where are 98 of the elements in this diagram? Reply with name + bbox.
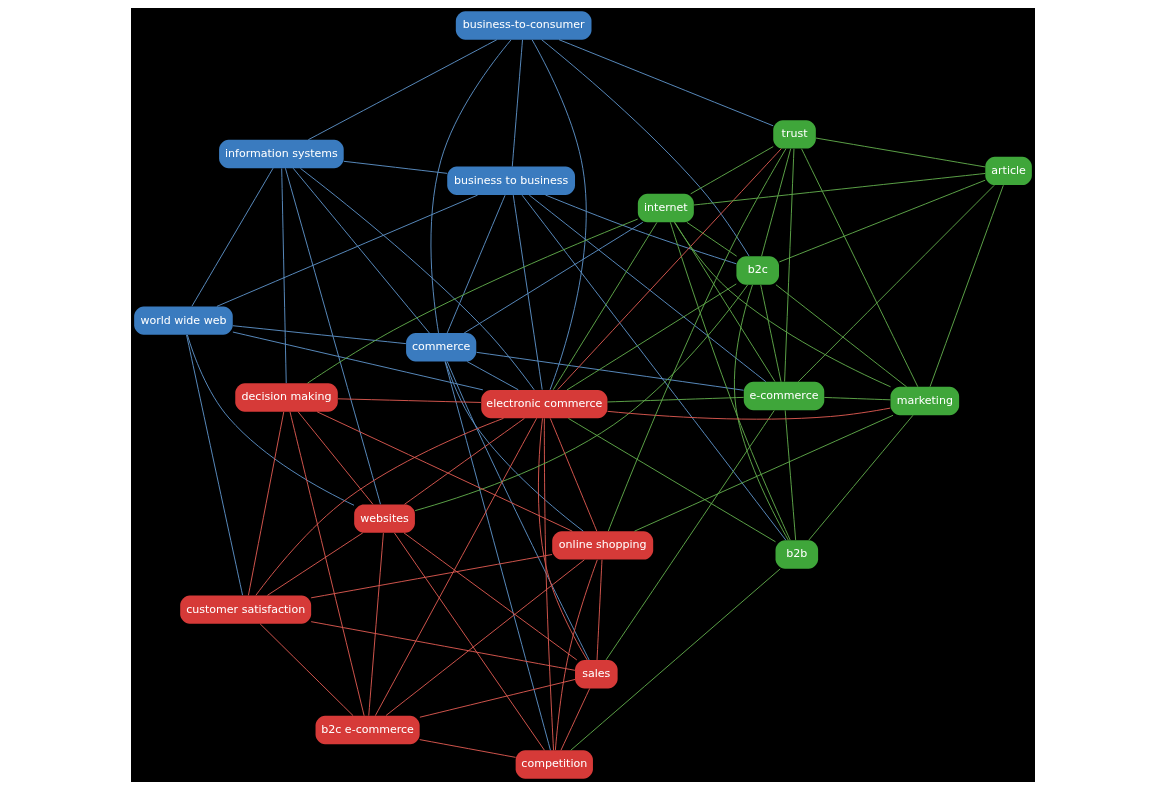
connector	[797, 184, 995, 383]
connector	[543, 417, 554, 751]
connector	[374, 417, 538, 717]
connector	[634, 414, 894, 532]
connector	[266, 532, 364, 596]
connector	[775, 284, 908, 388]
connector	[808, 414, 914, 541]
connector	[385, 559, 585, 716]
connector	[607, 148, 787, 532]
connector	[307, 39, 498, 141]
node-box: electronic commerce	[481, 389, 608, 419]
connector	[570, 568, 781, 751]
node-box: commerce	[406, 333, 477, 362]
connector	[557, 148, 782, 391]
node-box: article	[985, 156, 1032, 186]
node-box: websites	[354, 504, 415, 533]
connector	[552, 222, 658, 391]
node-box: trust	[773, 120, 816, 149]
connector	[607, 407, 891, 420]
connector	[466, 361, 519, 391]
connector	[693, 172, 986, 206]
node-box: marketing	[890, 386, 960, 416]
connector	[549, 417, 598, 532]
node-box: business-to-consumer	[455, 11, 592, 40]
node-box: sales	[575, 660, 618, 689]
connector	[823, 396, 891, 401]
connector	[567, 417, 776, 543]
connector	[554, 559, 598, 751]
connector	[299, 167, 535, 391]
connector	[476, 351, 744, 391]
connector	[310, 554, 553, 599]
connector	[531, 39, 587, 391]
connector	[801, 148, 919, 388]
connector	[281, 168, 287, 384]
connector	[463, 221, 644, 334]
connector	[686, 221, 738, 257]
connector	[512, 194, 543, 391]
node-box: b2b	[775, 540, 819, 569]
connector	[292, 167, 430, 334]
connector	[733, 284, 789, 541]
connector	[541, 39, 750, 257]
connector	[430, 39, 512, 334]
connector	[337, 398, 482, 403]
connector	[673, 221, 892, 388]
connector	[761, 148, 792, 257]
connector	[403, 532, 578, 661]
connector	[760, 284, 782, 383]
node-box: business to business	[447, 166, 575, 195]
connector	[446, 361, 590, 661]
connector	[784, 148, 795, 383]
connector	[596, 559, 603, 661]
connector	[566, 283, 737, 391]
connector	[690, 146, 774, 195]
connector	[307, 218, 639, 384]
node-box: information systems	[219, 139, 344, 169]
connector	[284, 167, 381, 505]
connector	[929, 184, 1004, 388]
connector	[297, 411, 374, 505]
connector	[445, 361, 584, 532]
connector	[444, 361, 551, 751]
connector	[393, 532, 545, 751]
connector	[419, 679, 576, 718]
node-box: e-commerce	[743, 381, 825, 411]
connector	[778, 179, 986, 263]
connector	[605, 410, 775, 661]
connector	[784, 409, 797, 541]
connector	[232, 325, 407, 345]
node-box: world wide web	[134, 306, 233, 335]
node-box: b2c e-commerce	[315, 715, 420, 745]
connector	[216, 194, 479, 307]
node-box: competition	[515, 750, 593, 779]
connector	[511, 39, 523, 167]
connector	[368, 532, 384, 717]
connector	[404, 417, 525, 505]
connector	[310, 621, 576, 671]
connector	[558, 39, 774, 127]
connector	[186, 334, 244, 596]
connector	[419, 739, 517, 758]
connector	[537, 417, 588, 661]
node-box: decision making	[235, 383, 338, 412]
connector	[247, 411, 285, 596]
connector	[186, 334, 355, 506]
node-box: customer satisfaction	[180, 595, 312, 624]
connector	[674, 221, 776, 383]
connector	[446, 194, 506, 334]
connector	[259, 623, 354, 717]
node-box: online shopping	[552, 531, 654, 560]
node-box: b2c	[736, 256, 779, 285]
connector	[669, 221, 791, 541]
connector	[815, 137, 986, 168]
connector	[191, 167, 274, 307]
connector	[289, 411, 365, 717]
connector	[560, 688, 591, 751]
connector	[255, 417, 504, 596]
node-box: internet	[637, 193, 694, 223]
connector	[414, 284, 749, 512]
connector	[343, 160, 448, 174]
connector	[607, 396, 745, 403]
